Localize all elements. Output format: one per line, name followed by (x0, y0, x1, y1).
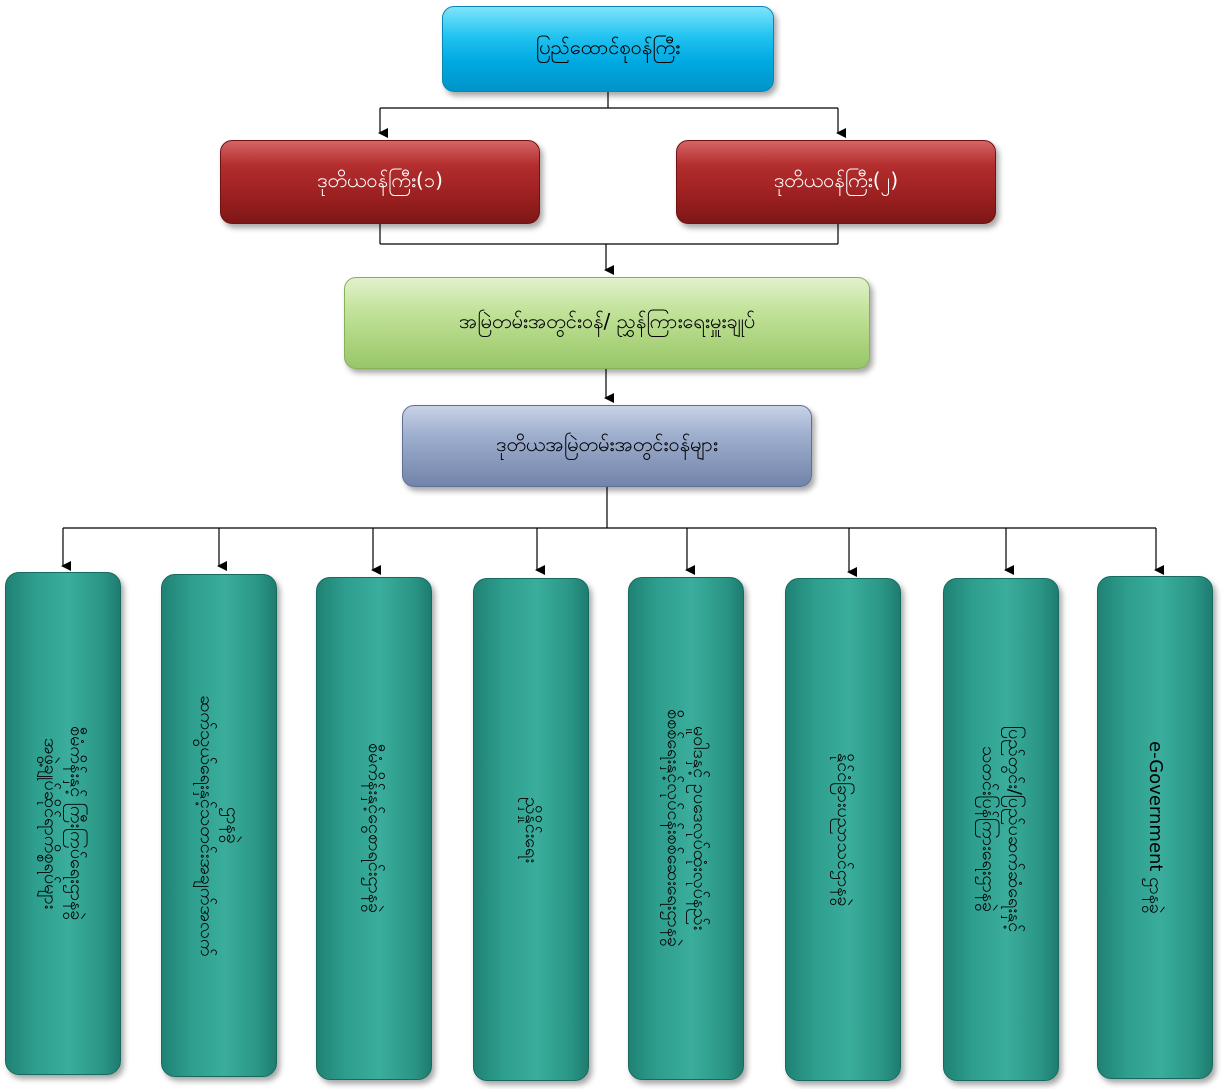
department-label-3: စီမံကိန်းနှင့်ငွေစာရင်းဌာနခွဲ (364, 743, 385, 914)
department-label-7: ပြည်တွင်း/ပြည်ပဆက်ဆံရေးနှင့် သတင်းပြန်ကြ… (978, 726, 1025, 933)
deputy-permanent-secretaries-label: ဒုတိယအမြဲတမ်းအတွင်းဝန်များ (496, 432, 718, 456)
department-box-3: စီမံကိန်းနှင့်ငွေစာရင်းဌာနခွဲ (316, 577, 432, 1080)
department-box-5: မူဝါဒနှင့် ဥပဒေလုပ်ထုံးလုပ်နည်း စိစစ်ရေး… (628, 577, 744, 1080)
deputy-minister-1-label: ဒုတိယဝန်ကြီး(၁) (317, 168, 443, 192)
department-box-1: စီမံကိန်းနှင့် ကြီးကြပ်ရေးဌာနခွဲ အဖွဲ့ချ… (5, 572, 121, 1075)
permanent-secretary-box: အမြဲတမ်းအတွင်းဝန်/ ညွှန်ကြားရေးမှူးချုပ် (344, 277, 870, 369)
union-minister-box: ပြည်ထောင်စုဝန်ကြီး (442, 6, 774, 92)
department-box-6: နိုင်ငံခြားပညာသင်ဌာနခွဲ (785, 578, 901, 1081)
department-box-8: e-Government ဌာနခွဲ (1097, 576, 1213, 1079)
department-box-7: ပြည်တွင်း/ပြည်ပဆက်ဆံရေးနှင့် သတင်းပြန်ကြ… (943, 578, 1059, 1081)
department-label-6: နိုင်ငံခြားပညာသင်ဌာနခွဲ (833, 752, 854, 907)
deputy-minister-1-box: ဒုတိယဝန်ကြီး(၁) (220, 140, 540, 224)
permanent-secretary-label: အမြဲတမ်းအတွင်းဝန်/ ညွှန်ကြားရေးမှူးချုပ် (458, 309, 756, 333)
department-label-5: မူဝါဒနှင့် ဥပဒေလုပ်ထုံးလုပ်နည်း စိစစ်ရေး… (663, 709, 710, 948)
department-label-1: စီမံကိန်းနှင့် ကြီးကြပ်ရေးဌာနခွဲ အဖွဲ့ချ… (40, 726, 87, 921)
department-label-4: ညှိနှိုင်းရေး (521, 796, 542, 863)
department-box-2: ဌာနခွဲ ဆက်သွယ်ရေးနှင့်သတင်းအချက်အလက် (161, 574, 277, 1077)
department-label-2: ဌာနခွဲ ဆက်သွယ်ရေးနှင့်သတင်းအချက်အလက် (196, 694, 243, 957)
deputy-permanent-secretaries-box: ဒုတိယအမြဲတမ်းအတွင်းဝန်များ (402, 405, 812, 487)
department-box-4: ညှိနှိုင်းရေး (473, 578, 589, 1081)
deputy-minister-2-label: ဒုတိယဝန်ကြီး(၂) (773, 168, 899, 192)
department-label-8: e-Government ဌာနခွဲ (1145, 740, 1166, 915)
union-minister-label: ပြည်ထောင်စုဝန်ကြီး (535, 35, 681, 59)
deputy-minister-2-box: ဒုတိယဝန်ကြီး(၂) (676, 140, 996, 224)
